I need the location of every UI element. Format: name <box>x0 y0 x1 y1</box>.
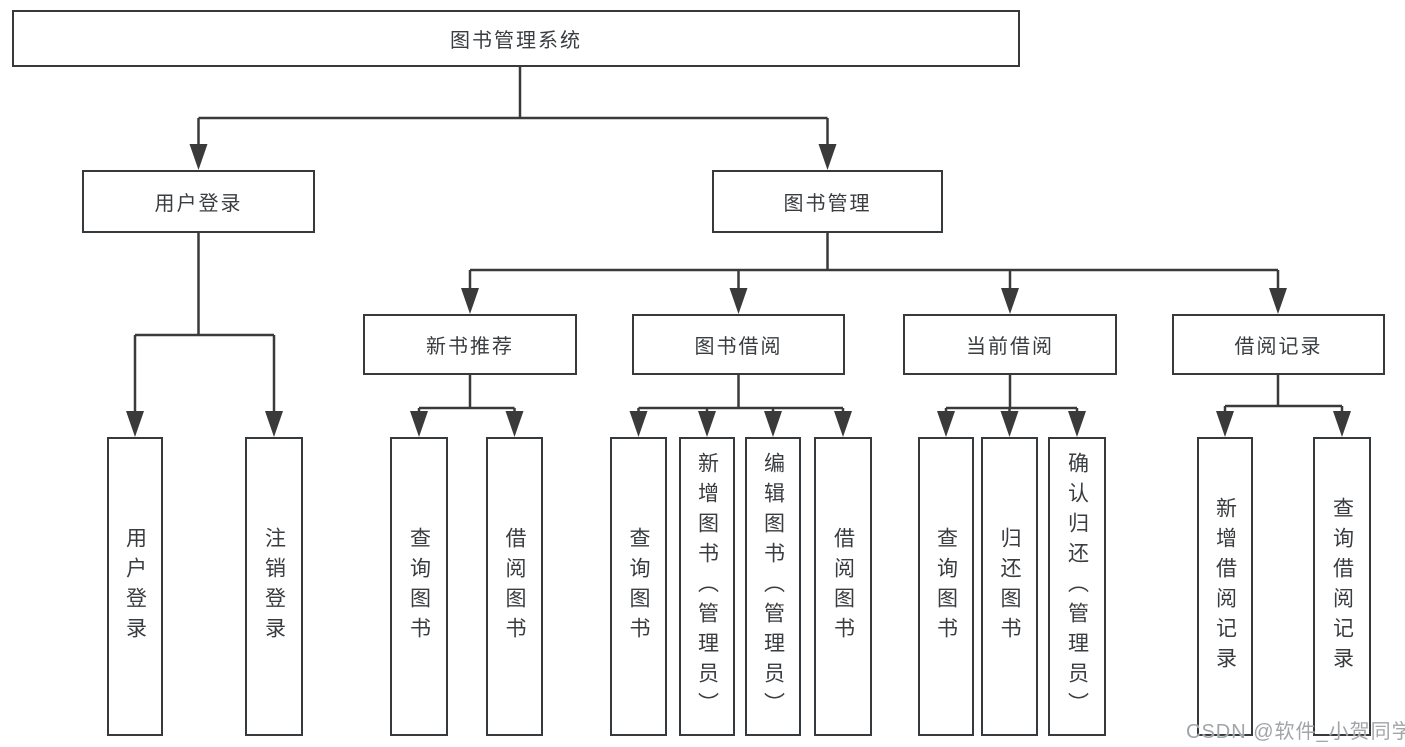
node-book-management: 图书管理 <box>712 170 943 233</box>
leaf-query-books-borrowing: 查询图书 <box>610 437 667 736</box>
leaf-add-books-admin: 新增图书（管理员） <box>679 437 735 736</box>
leaf-query-borrow-record: 查询借阅记录 <box>1313 437 1371 736</box>
leaf-user-login: 用户登录 <box>107 437 163 736</box>
node-current-borrowing: 当前借阅 <box>903 314 1117 375</box>
node-user-login: 用户登录 <box>82 170 315 233</box>
leaf-query-books-recommend: 查询图书 <box>390 437 448 736</box>
node-library-management-system: 图书管理系统 <box>12 10 1020 67</box>
leaf-edit-books-admin: 编辑图书（管理员） <box>745 437 801 736</box>
csdn-watermark: CSDN @软件_小贺同学 <box>1186 721 1405 743</box>
leaf-confirm-return-admin: 确认归还（管理员） <box>1048 437 1106 736</box>
node-borrowing-records: 借阅记录 <box>1172 314 1385 375</box>
leaf-logout: 注销登录 <box>245 437 303 736</box>
node-new-book-recommendation: 新书推荐 <box>363 314 577 375</box>
node-book-borrowing: 图书借阅 <box>632 314 845 375</box>
leaf-borrow-books-recommend: 借阅图书 <box>486 437 543 736</box>
leaf-return-books: 归还图书 <box>981 437 1038 736</box>
leaf-query-books-current: 查询图书 <box>918 437 974 736</box>
leaf-add-borrow-record: 新增借阅记录 <box>1197 437 1253 736</box>
arrowhead-group <box>126 144 1351 437</box>
leaf-borrow-books: 借阅图书 <box>814 437 872 736</box>
